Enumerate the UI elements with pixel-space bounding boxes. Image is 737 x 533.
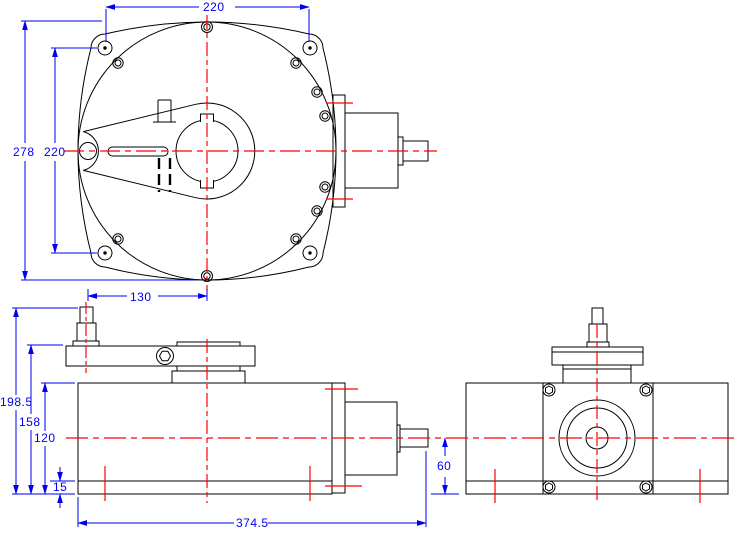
hub-flange bbox=[171, 370, 246, 384]
clamp-hidden-lines bbox=[157, 158, 172, 192]
centerlines bbox=[64, 15, 734, 503]
hub-neck bbox=[176, 365, 241, 372]
lever-bar bbox=[65, 345, 256, 367]
clamp-tab bbox=[153, 99, 176, 123]
dim-shaft-height: 60 bbox=[437, 459, 451, 473]
ext-278 bbox=[21, 20, 196, 281]
top-flange-bolt-marks bbox=[326, 102, 353, 200]
lever-arm bbox=[83, 102, 256, 200]
side-pin-mid bbox=[588, 323, 608, 343]
dim-overall-length: 374.5 bbox=[236, 516, 269, 530]
bolt-circle-holes bbox=[112, 21, 331, 282]
dim-base-thickness: 15 bbox=[53, 480, 67, 494]
side-pin-washer bbox=[586, 341, 610, 348]
corner-mounting-holes bbox=[97, 40, 318, 261]
side-pin-top bbox=[591, 307, 604, 325]
dim-top-width: 220 bbox=[203, 0, 225, 14]
dim-overall-height: 278 bbox=[13, 145, 35, 159]
front-view bbox=[65, 306, 429, 495]
side-bolt-marks bbox=[494, 469, 701, 503]
dim-hole-spacing: 220 bbox=[44, 145, 66, 159]
dim-body-height: 120 bbox=[34, 431, 56, 445]
dim-total-height: 198.5 bbox=[0, 395, 33, 409]
front-bolt-marks bbox=[104, 388, 362, 501]
dimension-lines bbox=[12, 4, 459, 527]
clamp-bolt-hex bbox=[158, 350, 172, 362]
side-corner-bolts bbox=[542, 383, 653, 494]
ext-heights bbox=[12, 307, 78, 495]
ext-220v bbox=[51, 47, 97, 254]
dimension-labels: 220 278 220 130 198.5 158 120 15 374.5 6… bbox=[0, 0, 451, 530]
dim-lever-offset: 130 bbox=[130, 290, 152, 304]
ext-top-220 bbox=[105, 9, 310, 42]
dim-cover-height: 158 bbox=[19, 415, 41, 429]
clamp-bolt bbox=[156, 347, 174, 365]
hub-top-disc bbox=[176, 341, 241, 347]
